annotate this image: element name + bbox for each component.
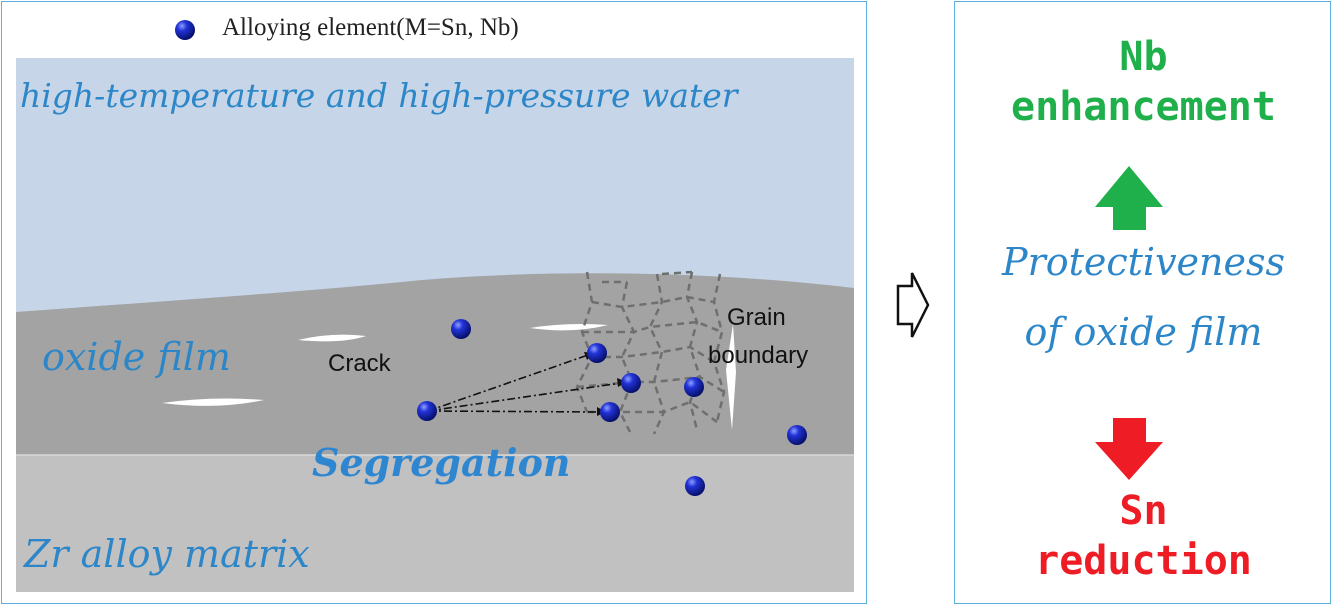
blue-sphere-icon [685,476,705,496]
blue-sphere-icon [621,373,641,393]
crack-shape [530,324,608,331]
schematic-panel: Alloying element(M=Sn, Nb) high-temperat… [1,1,867,604]
blue-sphere-icon [684,377,704,397]
blue-sphere-icon [175,20,195,40]
segregation-arrows [427,354,622,413]
green-up-arrow-icon [1095,166,1163,230]
nb-label: Nb [1119,34,1168,80]
protectiveness-label: Protectiveness [1002,240,1285,284]
red-down-arrow-icon [1095,418,1163,480]
grain-label-line1: Grain [727,304,786,331]
matrix-label: Zr alloy matrix [24,532,310,576]
zr-matrix-layer [16,455,854,592]
water-layer-label: high-temperature and high-pressure water [20,76,738,115]
grain-label-line2: boundary [708,342,809,369]
blue-sphere-icon [417,401,437,421]
conclusion-panel: Nb enhancement Protectiveness of oxide f… [954,1,1331,604]
legend-label: Alloying element(M=Sn, Nb) [222,14,519,41]
blue-sphere-icon [587,343,607,363]
oxide-film-layer [16,273,854,458]
schematic-drawing [16,20,854,592]
segregation-label: Segregation [312,440,571,485]
enhancement-label: enhancement [1011,84,1276,130]
oxide-film-label: oxide film [42,335,231,379]
blue-sphere-icon [787,425,807,445]
crack-shape [726,324,736,430]
alloying-spheres [175,20,807,496]
blue-sphere-icon [451,319,471,339]
reduction-label: reduction [1035,538,1252,584]
crack-shape [162,398,264,406]
oxide-film-right-label: of oxide film [1024,310,1263,354]
outline-right-arrow-icon [896,272,930,338]
blue-sphere-icon [600,402,620,422]
crack-shape [298,334,366,342]
crack-label: Crack [328,350,391,377]
arrows-drawing [1095,166,1163,480]
sn-label: Sn [1119,488,1168,534]
